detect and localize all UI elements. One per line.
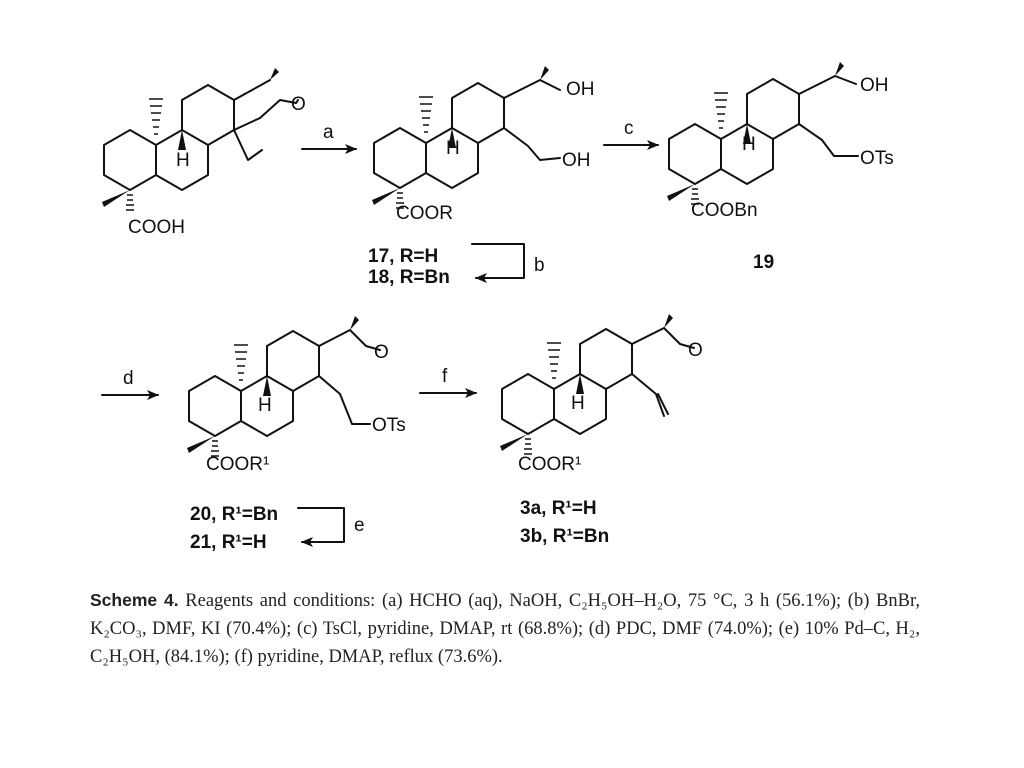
structure-keto-tosylate: O OTs H COOR¹ (186, 316, 406, 475)
h-label: H (176, 150, 190, 171)
caption-text: Reagents and conditions: (a) HCHO (aq), … (90, 591, 920, 667)
oh-label-1: OH (566, 79, 595, 100)
compound-21: 21, R¹=H (190, 532, 267, 553)
ester-label: COOR (396, 203, 453, 224)
arrow-e (297, 507, 345, 547)
ots-label: OTs (372, 415, 406, 436)
ester-label: COOR¹ (518, 454, 581, 475)
h-label: H (571, 393, 585, 414)
structure-diol: OH OH H COOR (371, 66, 595, 224)
arrow-e-label: e (354, 515, 365, 536)
compound-17: 17, R=H (368, 246, 438, 267)
structure-steviol-acid: O H COOH (101, 68, 306, 238)
arrow-d-label: d (123, 368, 134, 389)
compound-18: 18, R=Bn (368, 267, 450, 288)
h-label: H (258, 395, 272, 416)
acid-label: COOH (128, 217, 185, 238)
ketone-oxygen: O (688, 340, 703, 361)
scheme-caption: Scheme 4. Reagents and conditions: (a) H… (90, 586, 920, 671)
oh-label-2: OH (562, 150, 591, 171)
compound-19: 19 (753, 252, 774, 273)
arrow-a-label: a (323, 122, 334, 143)
reaction-scheme: O H COOH a OH OH H COOR 17, R=H 18, R=Bn… (101, 62, 894, 553)
caption-label: Scheme 4. (90, 590, 179, 610)
ketone-oxygen: O (374, 342, 389, 363)
arrow-f-label: f (442, 366, 448, 387)
compound-20: 20, R¹=Bn (190, 504, 278, 525)
ester-label: COOBn (691, 200, 758, 221)
structure-tosylate-19: OH OTs H COOBn (666, 62, 894, 221)
ketone-oxygen: O (291, 94, 306, 115)
ester-label: COOR¹ (206, 454, 269, 475)
arrow-b-label: b (534, 255, 545, 276)
arrow-c-label: c (624, 118, 634, 139)
h-label: H (742, 134, 756, 155)
h-label: H (446, 138, 460, 159)
compound-3b: 3b, R¹=Bn (520, 526, 609, 547)
ots-label: OTs (860, 148, 894, 169)
structure-enone-3: O H COOR¹ (499, 314, 703, 475)
arrow-b (471, 243, 525, 283)
compound-3a: 3a, R¹=H (520, 498, 597, 519)
oh-label: OH (860, 75, 889, 96)
